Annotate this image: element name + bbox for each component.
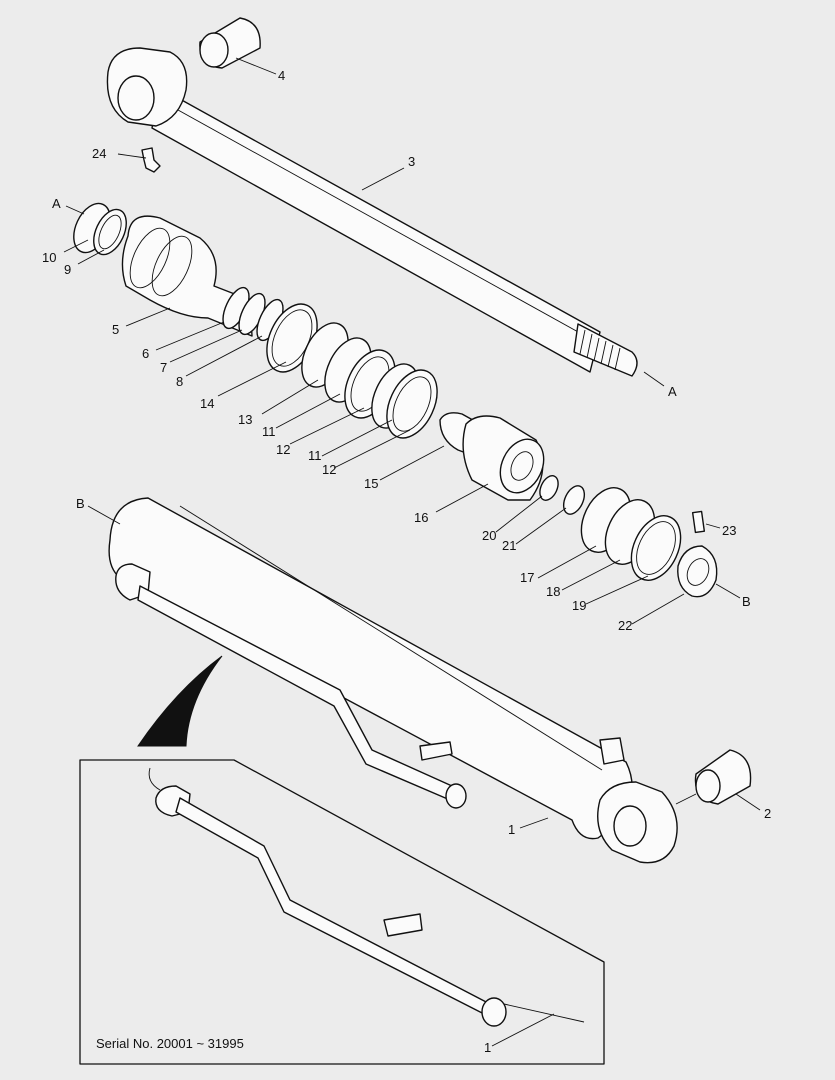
callout-A-rod: A: [668, 384, 677, 399]
callout-2: 2: [764, 806, 771, 821]
callout-24: 24: [92, 146, 106, 161]
callout-10: 10: [42, 250, 56, 265]
callout-16: 16: [414, 510, 428, 525]
grease-fitting-24: [141, 147, 161, 173]
callout-14: 14: [200, 396, 214, 411]
set-screw-23: [691, 510, 706, 534]
callout-13: 13: [238, 412, 252, 427]
piston-assembly: [439, 412, 718, 598]
inset-frame: [79, 759, 605, 1065]
rod-eye-bore: [117, 75, 155, 121]
callout-B-tube: B: [76, 496, 85, 511]
inset-serial-label: Serial No. 20001 ~ 31995: [96, 1036, 244, 1051]
dust-seal-9: [93, 208, 127, 256]
thread-lines: [579, 329, 621, 371]
callout-A-top: A: [52, 196, 61, 211]
cylinder-eye-bore: [613, 805, 647, 847]
cylinder-tube: [108, 497, 633, 840]
callout-15: 15: [364, 476, 378, 491]
rod-thread: [573, 323, 638, 377]
callout-11-second: 11: [308, 448, 322, 463]
callout-22: 22: [618, 618, 632, 633]
callout-B-nut: B: [742, 594, 751, 609]
pipe-bracket: [419, 741, 453, 761]
callout-labels: 4 24 3 A 10 9 5 6 7 8 14 13 11 12 11 12 …: [42, 68, 771, 1055]
piston-rod-assembly: [106, 17, 638, 377]
callout-9: 9: [64, 262, 71, 277]
callout-3: 3: [408, 154, 415, 169]
inset-pointer-arrow: [137, 655, 223, 747]
gland-and-seals: [73, 202, 438, 439]
callout-17: 17: [520, 570, 534, 585]
callout-4: 4: [278, 68, 285, 83]
ring-21: [562, 485, 586, 515]
callout-23: 23: [722, 523, 736, 538]
inset-bracket: [383, 913, 423, 937]
callout-5: 5: [112, 322, 119, 337]
callout-8: 8: [176, 374, 183, 389]
piston-rod: [151, 87, 601, 373]
callout-7: 7: [160, 360, 167, 375]
inset-pipe: [148, 767, 585, 1027]
inset-fitting: [481, 997, 507, 1027]
tube-bracket: [599, 737, 625, 765]
o-ring-20: [539, 475, 559, 501]
callout-20: 20: [482, 528, 496, 543]
callout-12-first: 12: [276, 442, 290, 457]
callout-11-first: 11: [262, 424, 276, 439]
callout-18: 18: [546, 584, 560, 599]
leader-lines: [63, 57, 761, 1047]
callout-1-inset: 1: [484, 1040, 491, 1055]
callout-12-second: 12: [322, 462, 336, 477]
pipe-fitting: [445, 783, 467, 809]
callout-1-tube: 1: [508, 822, 515, 837]
callout-21: 21: [502, 538, 516, 553]
callout-6: 6: [142, 346, 149, 361]
nut-22: [677, 545, 718, 598]
callout-19: 19: [572, 598, 586, 613]
cylinder-tube-assembly: [108, 497, 752, 864]
